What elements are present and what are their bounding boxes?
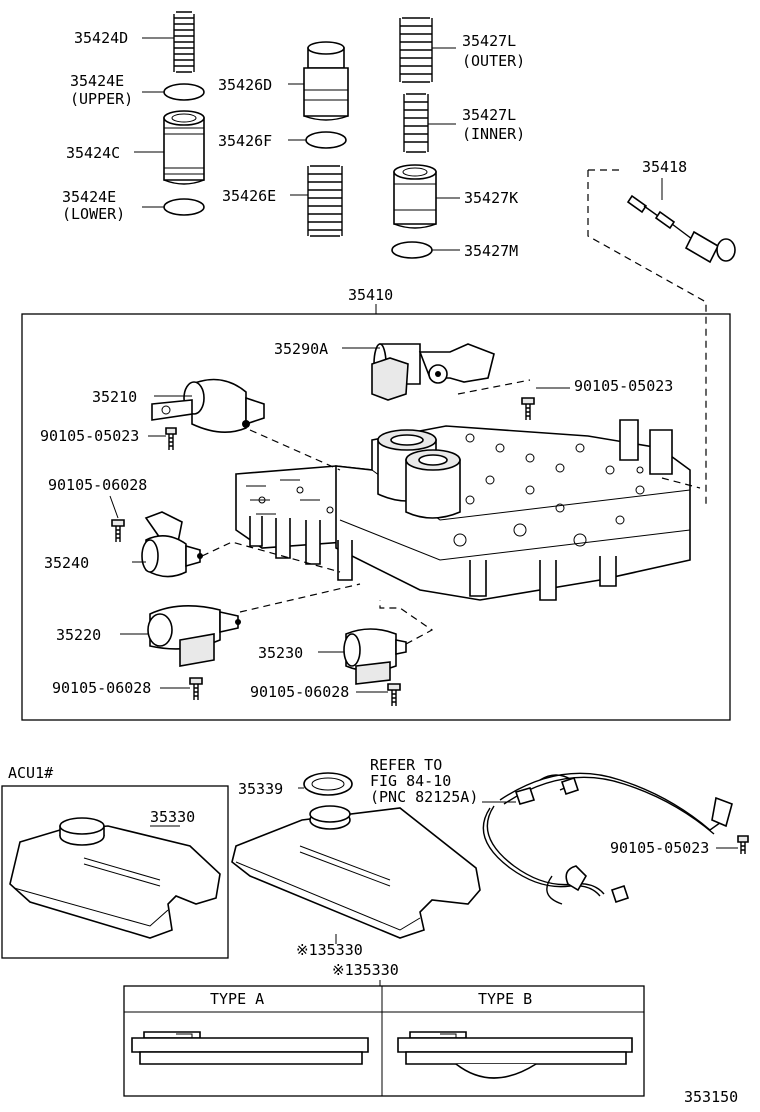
label-35427k: 35427K (464, 189, 518, 207)
label-135330-a: ※135330 (296, 941, 363, 959)
label-refer-3: (PNC 82125A) (370, 788, 478, 806)
label-bolt-06028-a: 90105-06028 (48, 476, 147, 494)
bolt-05023-harness (737, 835, 749, 854)
bolt-06028-lower-left (189, 677, 203, 700)
label-35426f: 35426F (218, 132, 272, 150)
label-35230: 35230 (258, 644, 303, 662)
label-35427l-inner: 35427L (462, 106, 516, 124)
label-35426e: 35426E (222, 187, 276, 205)
label-35427m: 35427M (464, 242, 518, 260)
oil-strainer-35330 (9, 817, 221, 939)
solenoid-35230 (343, 628, 407, 685)
label-35426d: 35426D (218, 76, 272, 94)
type-table (123, 985, 645, 1097)
label-35424d: 35424D (74, 29, 128, 47)
label-35424e-lower: 35424E (62, 188, 116, 206)
bolt-05023-left (165, 427, 177, 450)
spring-35426e (307, 165, 343, 237)
label-35424e-upper-sub: (UPPER) (70, 90, 133, 108)
label-35424e-lower-sub: (LOWER) (62, 205, 125, 223)
label-bolt-05023-a: 90105-05023 (40, 427, 139, 445)
assembly-frame-35410 (21, 313, 731, 721)
solenoid-35220 (147, 605, 241, 667)
figure-number: 353150 (684, 1088, 738, 1106)
solenoid-35240 (141, 511, 203, 578)
label-35427l-outer-sub: (OUTER) (462, 52, 525, 70)
label-35410: 35410 (348, 286, 393, 304)
label-35424e-upper: 35424E (70, 72, 124, 90)
ring-35424e-lower (163, 198, 205, 216)
oil-strainer-135330 (231, 805, 481, 939)
spring-35427l-outer (399, 17, 433, 83)
valve-body (235, 419, 691, 601)
sleeve-35427k (393, 164, 437, 229)
label-35210: 35210 (92, 388, 137, 406)
label-35220: 35220 (56, 626, 101, 644)
label-bolt-05023-c: 90105-05023 (610, 839, 709, 857)
type-a-strainer (131, 1031, 369, 1065)
label-35424c: 35424C (66, 144, 120, 162)
spring-35427l-inner (403, 93, 429, 153)
type-b-strainer (397, 1031, 633, 1079)
type-a-label: TYPE A (210, 990, 264, 1008)
label-bolt-06028-c: 90105-06028 (250, 683, 349, 701)
bolt-06028-lower-right (387, 683, 401, 706)
label-refer-2: FIG 84-10 (370, 772, 451, 790)
label-acu: ACU1# (8, 764, 53, 782)
label-refer-1: REFER TO (370, 756, 442, 774)
label-35427l-inner-sub: (INNER) (462, 125, 525, 143)
label-bolt-05023-b: 90105-05023 (574, 377, 673, 395)
solenoid-35210 (151, 378, 265, 433)
connector-35418 (626, 194, 736, 264)
label-135330-b: ※135330 (332, 961, 399, 979)
acu-frame (1, 785, 229, 959)
label-35330: 35330 (150, 808, 195, 826)
label-35240: 35240 (44, 554, 89, 572)
bolt-05023-right (521, 397, 535, 420)
label-35290a: 35290A (274, 340, 328, 358)
wire-harness (482, 772, 733, 905)
solenoid-35290a (371, 343, 495, 401)
label-35427l-outer: 35427L (462, 32, 516, 50)
ring-35424e-upper (163, 83, 205, 101)
piston-35426d (303, 41, 349, 121)
sleeve-35424c (163, 110, 205, 185)
bolt-06028-upper (111, 519, 125, 542)
type-b-label: TYPE B (478, 990, 532, 1008)
label-35418: 35418 (642, 158, 687, 176)
label-bolt-06028-b: 90105-06028 (52, 679, 151, 697)
label-35339: 35339 (238, 780, 283, 798)
spring-35424d (173, 11, 195, 73)
ring-35426f (305, 131, 347, 149)
gasket-35339 (303, 772, 353, 796)
ring-35427m (391, 241, 433, 259)
